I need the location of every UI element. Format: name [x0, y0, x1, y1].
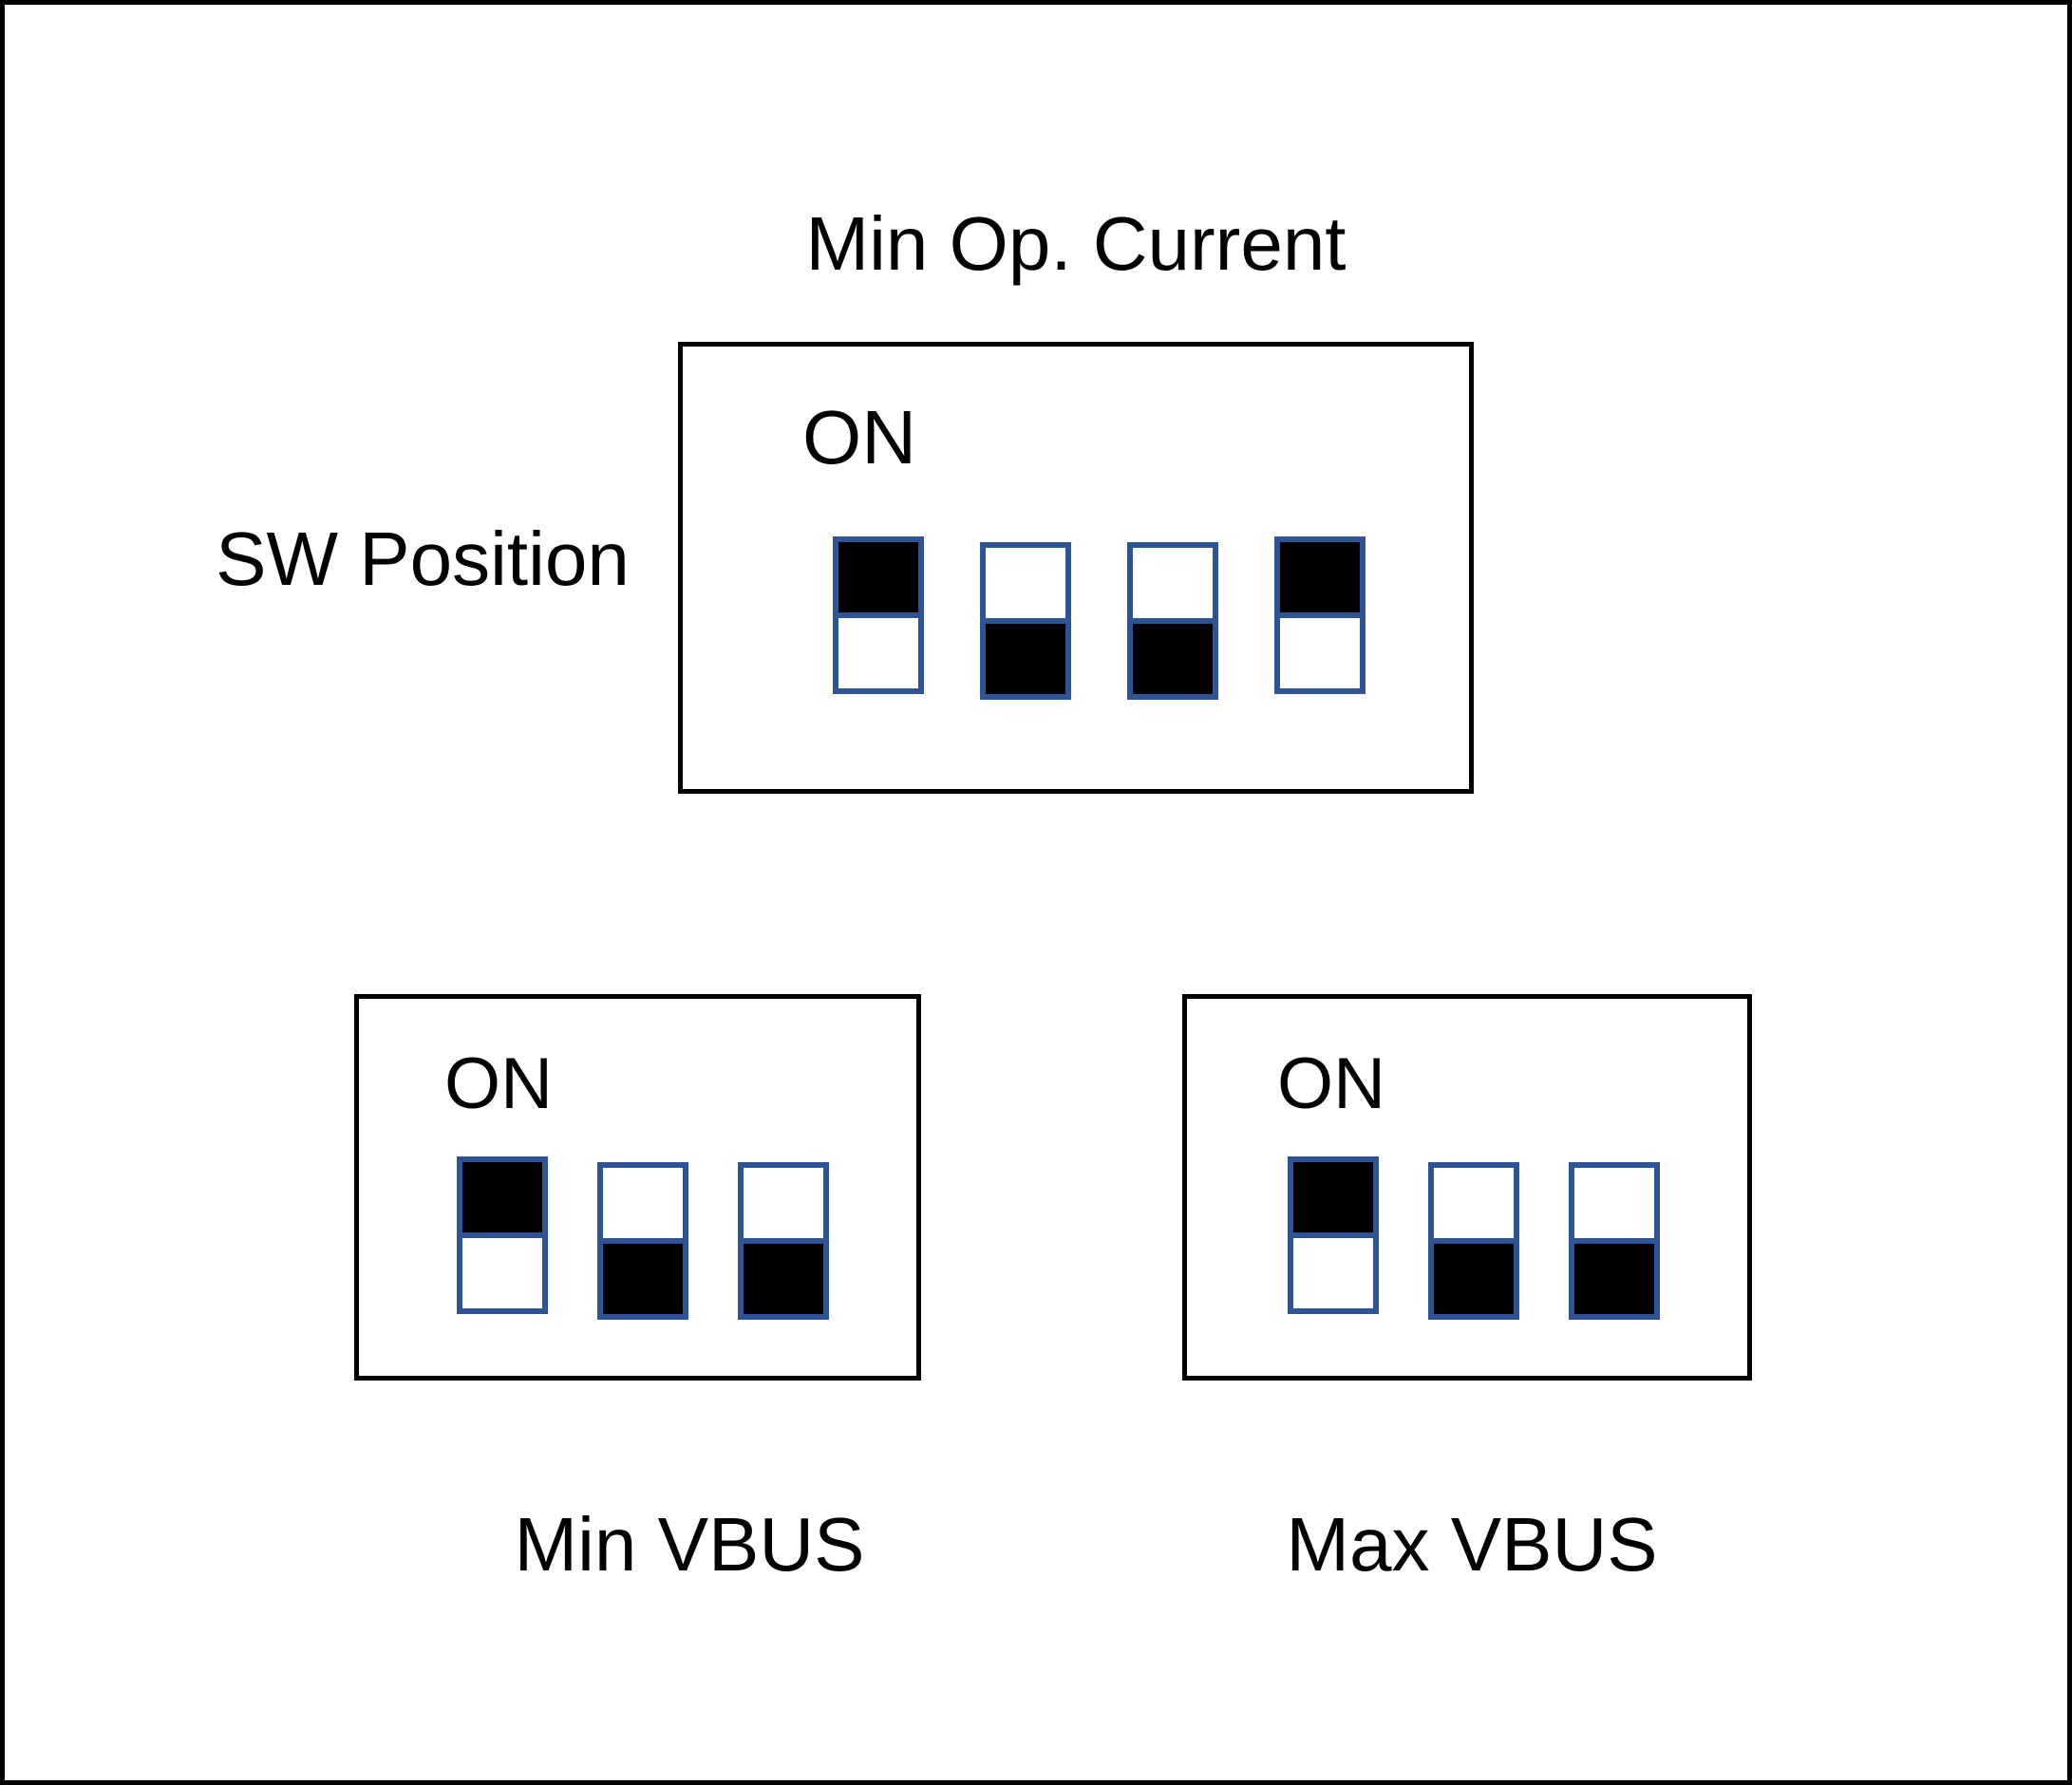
- on-label: ON: [444, 1043, 553, 1124]
- switch-cell-off: [1428, 1238, 1519, 1320]
- panel-max-vbus: ON: [1182, 994, 1752, 1381]
- sw-position-label: SW Position: [216, 517, 630, 601]
- switch-cell-off: [833, 612, 924, 694]
- switch-cell-off: [1288, 1232, 1379, 1314]
- switch-cell-on: [457, 1156, 548, 1238]
- switch-cell-off: [980, 618, 1071, 700]
- dip-switch-down: [1428, 1162, 1519, 1320]
- dip-switch-down: [1127, 542, 1218, 700]
- on-label: ON: [802, 395, 916, 479]
- on-label: ON: [1277, 1043, 1385, 1124]
- switch-cell-off: [1127, 618, 1218, 700]
- switch-cell-on: [1274, 536, 1366, 618]
- min-vbus-caption: Min VBUS: [514, 1502, 865, 1587]
- switch-cell-on: [1428, 1162, 1519, 1244]
- dip-switch-up: [1288, 1156, 1379, 1314]
- switch-cell-off: [1274, 612, 1366, 694]
- switch-row-min-op-current: [833, 536, 1366, 700]
- dip-switch-down: [980, 542, 1071, 700]
- switch-cell-off: [597, 1238, 688, 1320]
- switch-cell-on: [980, 542, 1071, 624]
- panel-min-vbus: ON: [354, 994, 921, 1381]
- switch-cell-off: [738, 1238, 829, 1320]
- switch-cell-on: [597, 1162, 688, 1244]
- switch-cell-off: [1569, 1238, 1660, 1320]
- dip-switch-down: [738, 1162, 829, 1320]
- switch-cell-on: [1288, 1156, 1379, 1238]
- switch-cell-off: [457, 1232, 548, 1314]
- dip-switch-down: [1569, 1162, 1660, 1320]
- min-op-current-title: Min Op. Current: [805, 201, 1347, 286]
- dip-switch-up: [833, 536, 924, 694]
- panel-min-op-current: ON: [678, 342, 1474, 794]
- dip-switch-up: [457, 1156, 548, 1314]
- max-vbus-caption: Max VBUS: [1286, 1502, 1658, 1587]
- switch-cell-on: [738, 1162, 829, 1244]
- dip-switch-up: [1274, 536, 1366, 694]
- switch-cell-on: [1127, 542, 1218, 624]
- switch-row-min-vbus: [457, 1156, 829, 1320]
- dip-switch-down: [597, 1162, 688, 1320]
- switch-row-max-vbus: [1288, 1156, 1660, 1320]
- switch-cell-on: [1569, 1162, 1660, 1244]
- switch-cell-on: [833, 536, 924, 618]
